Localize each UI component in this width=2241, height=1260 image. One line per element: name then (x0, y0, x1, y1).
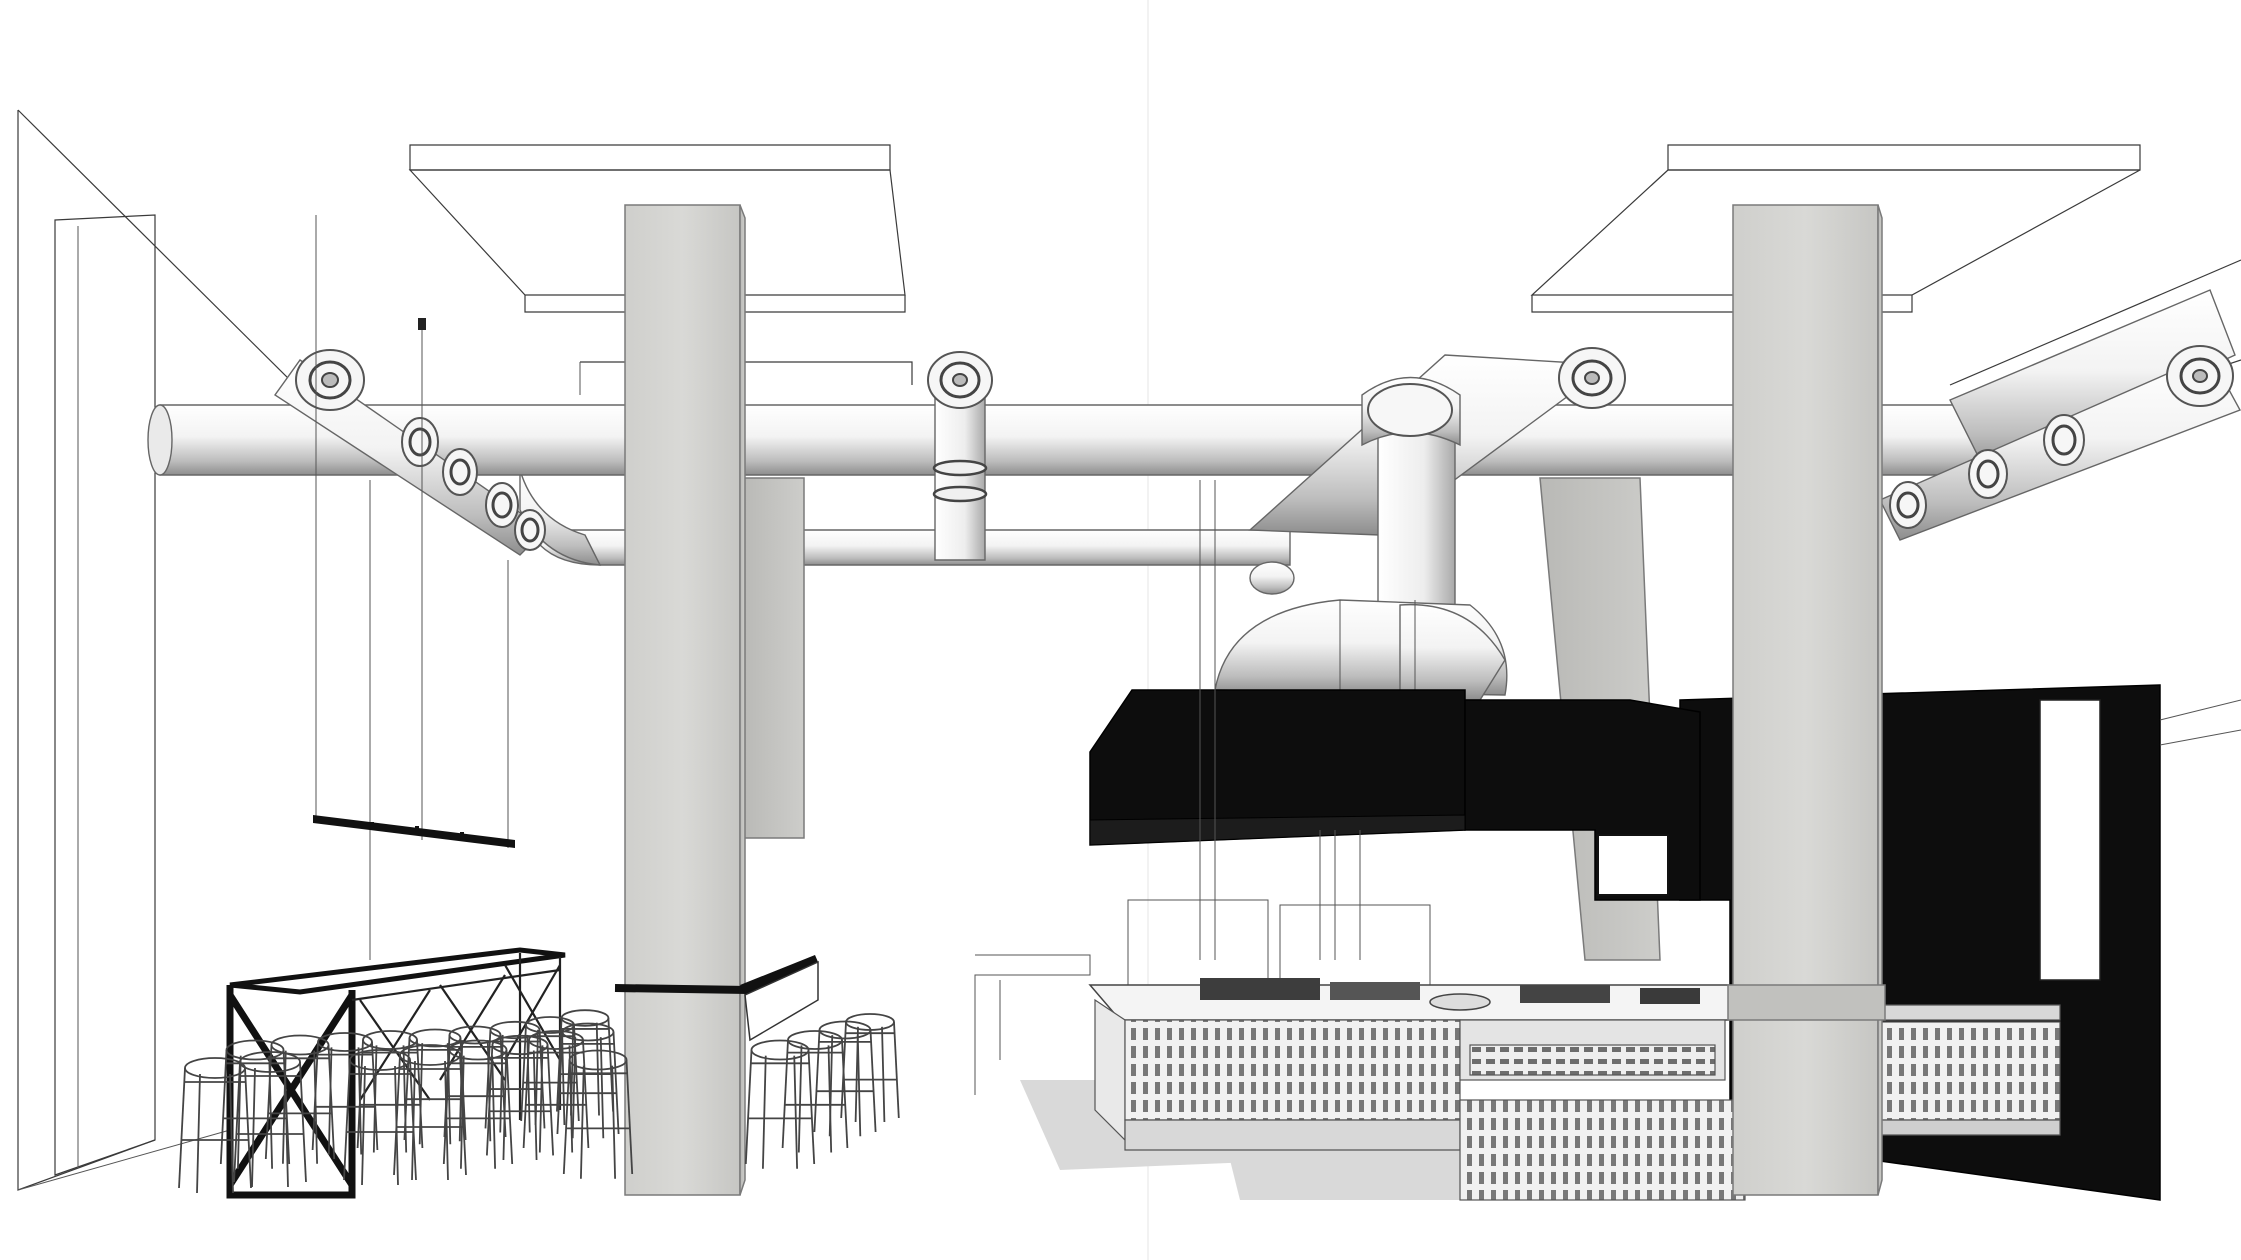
kitchen-hood (1089, 689, 1701, 901)
kitchen-background-lines (974, 480, 1431, 1095)
bar-stool (233, 1051, 307, 1188)
vertical-exhaust-duct (1214, 376, 1508, 701)
bar-stools (178, 1009, 900, 1194)
bar-stool (781, 1030, 849, 1153)
column-ledge-counter (740, 955, 819, 1042)
concrete-column-left-rear (741, 477, 805, 839)
bar-stool (522, 1030, 590, 1153)
concrete-column-left (614, 204, 749, 1196)
cooking-island (1020, 978, 2061, 1201)
pendant-light-bar (313, 215, 515, 960)
bar-stool (443, 1025, 507, 1142)
bar-stool (744, 1039, 816, 1169)
bar-stool (840, 1013, 900, 1123)
ventilation-duct-main (147, 289, 2236, 476)
bar-stool (356, 1030, 424, 1153)
left-wall-frame (17, 109, 301, 1191)
bar-stool (562, 1049, 634, 1179)
bar-stool (484, 1020, 546, 1133)
concrete-column-right (1727, 204, 1886, 1196)
bar-stool (219, 1039, 291, 1169)
